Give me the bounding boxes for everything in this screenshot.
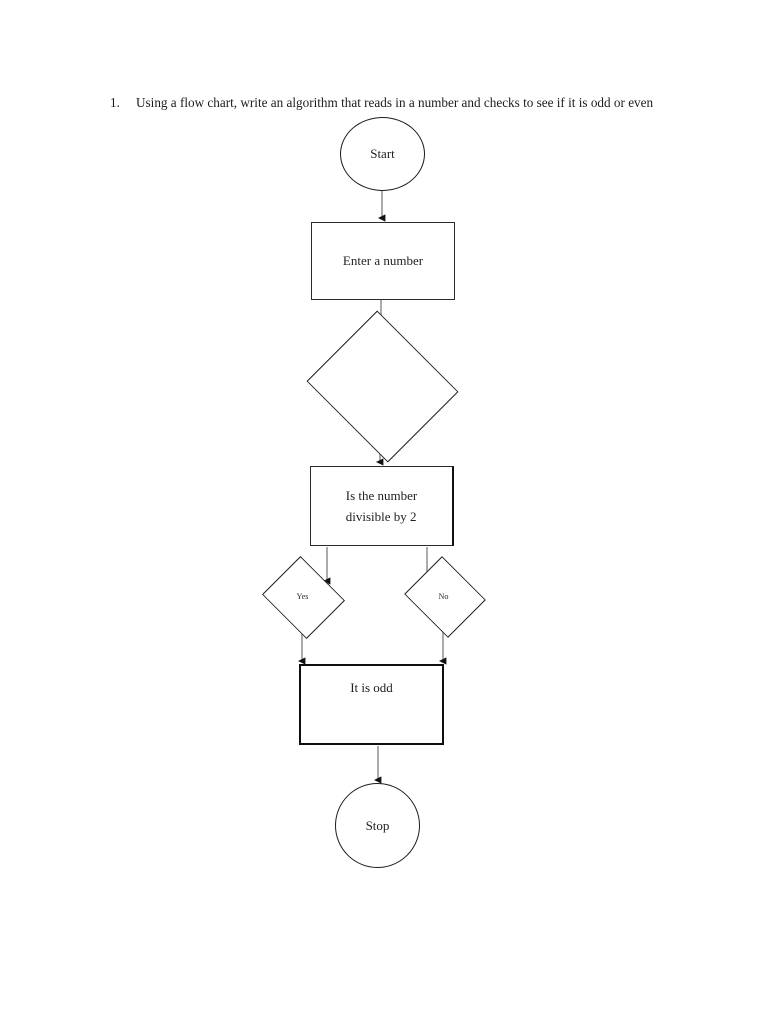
flow-node-branch-yes-label: Yes [296,592,309,601]
flow-node-branch-no[interactable]: No [397,556,490,638]
flow-node-it-is-odd[interactable]: It is odd [299,664,444,745]
flow-node-branch-yes[interactable]: Yes [255,555,350,639]
flow-node-stop[interactable]: Stop [335,783,420,868]
flow-node-start[interactable]: Start [340,117,425,191]
flow-node-stop-label: Stop [365,817,390,833]
question-item: 1. Using a flow chart, write an algorith… [110,93,690,112]
flow-node-it-is-odd-label: It is odd [350,680,393,695]
flow-node-branch-no-label: No [438,592,449,601]
diamond-shape [306,310,458,462]
flow-node-empty-decision[interactable] [266,310,496,462]
flow-node-enter-number-label: Enter a number [342,253,424,268]
flow-node-enter-number[interactable]: Enter a number [311,222,455,300]
list-marker: 1. [110,95,120,110]
flow-node-divisible-check[interactable]: Is the number divisible by 2 [310,466,454,546]
flow-node-start-label: Start [370,146,395,161]
question-text: Using a flow chart, write an algorithm t… [136,95,654,110]
flow-node-divisible-check-label: Is the number divisible by 2 [345,488,418,524]
